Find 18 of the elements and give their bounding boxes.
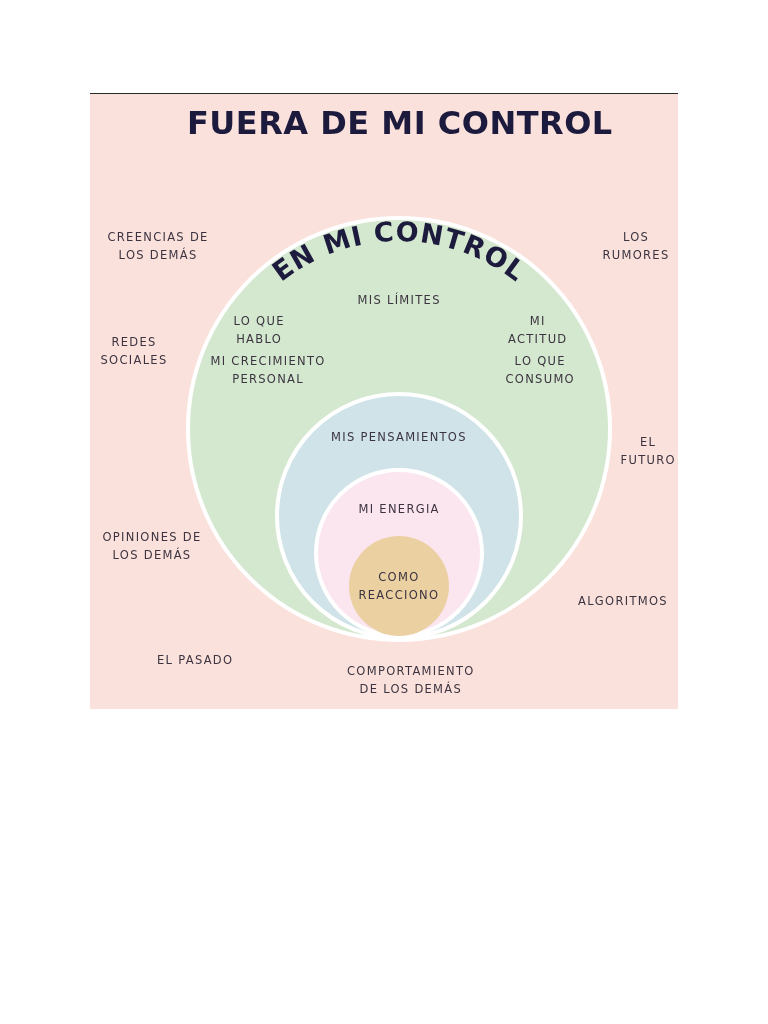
circle-item-text: MI ACTITUD bbox=[508, 313, 568, 348]
outside-item-text: EL FUTURO bbox=[620, 434, 676, 469]
center-circle bbox=[349, 536, 449, 636]
circle-item-text: LO QUE CONSUMO bbox=[505, 353, 575, 388]
outside-item-text: CREENCIAS DE LOS DEMÁS bbox=[107, 229, 209, 264]
page-title: FUERA DE MI CONTROL bbox=[187, 104, 613, 142]
outside-item-text: REDES SOCIALES bbox=[100, 334, 168, 369]
circle-item-text: MIS PENSAMIENTOS bbox=[331, 429, 467, 446]
circle-item-text: LO QUE HABLO bbox=[233, 313, 285, 348]
outside-item-text: OPINIONES DE LOS DEMÁS bbox=[102, 529, 202, 564]
outside-item-text: LOS RUMORES bbox=[602, 229, 670, 264]
circle-item-text: MI CRECIMIENTO PERSONAL bbox=[210, 353, 326, 388]
circle-item-text: MIS LÍMITES bbox=[357, 291, 441, 309]
outside-item-text: COMPORTAMIENTO DE LOS DEMÁS bbox=[347, 663, 475, 698]
outside-item-text: ALGORITMOS bbox=[578, 593, 668, 610]
circle-item-text: MI ENERGIA bbox=[358, 501, 440, 518]
circle-item-text: COMO REACCIONO bbox=[358, 569, 440, 604]
outside-item-text: EL PASADO bbox=[157, 652, 234, 669]
